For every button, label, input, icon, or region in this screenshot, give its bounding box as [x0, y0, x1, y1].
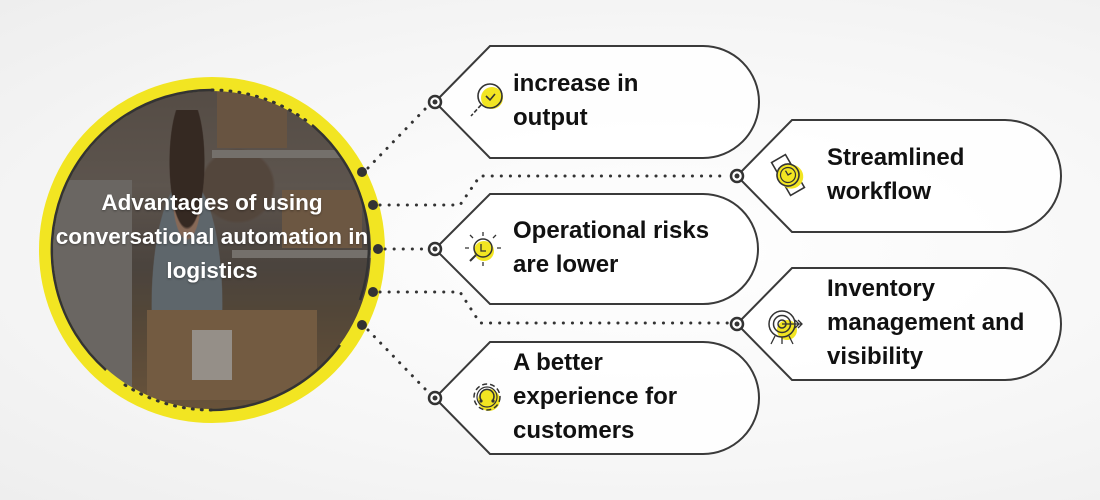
card-tip-nodes: [427, 94, 745, 406]
card-shape-2: [735, 119, 1062, 233]
hub-arc-dotted-bottom: [123, 383, 214, 412]
card-shape-1: [433, 45, 760, 159]
hub-arc-left: [50, 88, 213, 371]
card-shape-5: [433, 341, 760, 455]
magnifier-check-icon: [470, 83, 503, 117]
gear-support-icon: [473, 383, 501, 411]
hub-arc-right: [311, 124, 371, 301]
connector-5: [366, 328, 430, 394]
watch-clock-icon: [770, 153, 806, 197]
hub-photo: [52, 90, 372, 410]
connectors: [366, 104, 730, 394]
hub-title: Advantages of using conversational autom…: [55, 190, 369, 283]
benefit-label-operational-risks: Operational risks are lower: [513, 217, 710, 278]
benefit-label-inventory-management: Inventory management and visibility: [827, 275, 1025, 370]
target-arrow-icon: [768, 310, 803, 345]
benefit-label-streamlined-workflow: Streamlined workflow: [827, 144, 965, 205]
card-shape-3: [433, 193, 759, 305]
benefit-label-customer-experience: A better experience for customers: [513, 349, 678, 444]
hub-arc-dotted-top: [210, 88, 314, 127]
ring-nodes: [357, 167, 383, 330]
benefit-label-increase-output: increase in output: [513, 70, 639, 131]
lightbulb-icon: [465, 232, 501, 266]
connector-1: [366, 104, 430, 170]
card-shape-4: [735, 267, 1062, 381]
hub-arc-bottom-right: [211, 344, 342, 412]
